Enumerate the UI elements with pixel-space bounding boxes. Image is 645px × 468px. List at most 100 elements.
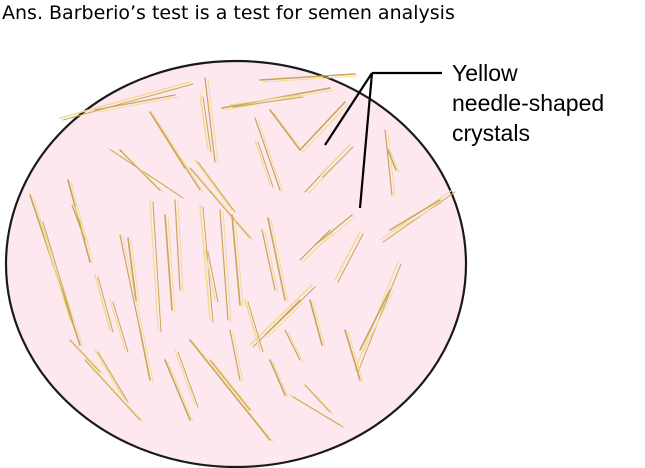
needle-crystal	[87, 361, 144, 423]
needle-crystal	[302, 231, 334, 263]
needle-crystal	[130, 239, 140, 303]
needle-crystal	[97, 96, 179, 113]
needle-crystal	[267, 217, 286, 301]
needle-crystal	[139, 329, 151, 381]
needle-crystal	[232, 331, 244, 383]
needle-crystal	[229, 329, 241, 381]
needle-crystal	[72, 341, 104, 375]
needle-crystal	[167, 361, 194, 423]
needle-crystal	[204, 77, 216, 163]
needle-crystal	[42, 221, 74, 323]
needle-crystal	[149, 199, 159, 331]
needle-crystal	[122, 236, 144, 333]
needle-crystal	[164, 359, 191, 421]
needle-crystal	[254, 139, 271, 186]
needle-crystal	[317, 216, 356, 248]
needle-crystal	[261, 229, 276, 291]
needle-crystal	[94, 274, 111, 331]
needle-crystal	[309, 299, 323, 346]
needle-crystal	[177, 351, 199, 408]
needle-crystal	[207, 251, 219, 303]
crystal-label-line-2: needle-shaped	[452, 90, 605, 116]
needle-crystal	[319, 144, 351, 176]
needle-crystal	[59, 81, 191, 119]
needle-crystal	[177, 201, 184, 293]
needle-crystal	[97, 276, 114, 333]
needle-crystal	[199, 94, 209, 151]
needle-crystal	[152, 201, 162, 333]
needle-crystal	[164, 214, 173, 311]
needle-crystal	[119, 234, 141, 331]
needle-crystal	[249, 284, 313, 346]
needle-crystal	[94, 349, 126, 401]
needle-crystal	[202, 96, 212, 153]
needle-crystal	[269, 359, 286, 396]
needle-crystal	[67, 179, 91, 263]
crystal-label-line-1: Yellow	[452, 60, 518, 86]
needle-crystal	[247, 301, 264, 353]
needle-crystal	[264, 231, 279, 293]
answer-caption: Ans. Barberio’s test is a test for semen…	[2, 2, 455, 24]
needle-crystal	[74, 206, 89, 243]
needle-crystal	[39, 219, 71, 321]
needle-crystal	[392, 201, 444, 233]
needle-crystal	[299, 101, 346, 151]
needle-crystal	[69, 339, 101, 373]
needle-crystal	[110, 149, 184, 199]
needle-crystal	[199, 204, 211, 321]
needle-crystal	[112, 301, 129, 353]
needle-crystal	[229, 94, 301, 106]
needle-crystal	[189, 167, 251, 239]
needle-crystal	[62, 83, 194, 121]
needle-crystal	[244, 299, 261, 351]
pointer-arm-2	[358, 72, 374, 209]
needle-crystal	[337, 233, 364, 283]
needle-crystal	[122, 151, 164, 193]
needle-crystal	[71, 204, 86, 241]
needle-crystal	[269, 109, 301, 151]
needle-crystal	[270, 219, 289, 303]
needle-crystal	[257, 119, 284, 193]
needle-crystal	[167, 216, 176, 313]
needle-crystal	[292, 396, 344, 428]
needle-crystal	[174, 199, 181, 291]
needle-crystal	[234, 216, 244, 308]
pointer-arm-1	[324, 72, 373, 146]
needle-crystal	[267, 301, 304, 338]
needle-crystal	[212, 361, 254, 413]
needle-crystal	[219, 209, 229, 321]
needle-crystal	[307, 386, 334, 415]
needle-crystal	[209, 359, 251, 411]
label-pointer	[324, 71, 442, 209]
crystal-label-line-3: crystals	[452, 120, 530, 146]
needle-crystal	[189, 339, 271, 441]
needle-crystal	[207, 79, 219, 165]
needle-crystal	[272, 111, 304, 153]
needle-crystal	[192, 169, 254, 241]
needle-crystal	[389, 199, 441, 231]
needle-crystal	[254, 117, 281, 191]
needle-crystal	[232, 96, 304, 108]
needle-crystal	[302, 103, 349, 153]
needle-crystal	[304, 384, 331, 413]
needle-crystal	[314, 214, 353, 246]
needle-crystal	[94, 94, 176, 111]
needle-crystal	[149, 111, 186, 169]
needle-crystal	[284, 329, 301, 361]
needle-crystal	[259, 73, 356, 81]
crystal-cluster	[29, 73, 456, 443]
needle-crystal	[312, 301, 326, 348]
needle-crystal	[272, 361, 289, 398]
needle-crystal	[174, 349, 196, 406]
needle-crystal	[197, 161, 236, 213]
needle-crystal	[382, 191, 456, 243]
needle-crystal	[387, 149, 397, 171]
needle-crystal	[362, 291, 394, 353]
needle-crystal	[152, 113, 189, 171]
needle-crystal	[359, 289, 391, 351]
needle-crystal	[119, 149, 161, 191]
needle-crystal	[204, 249, 216, 301]
needle-crystal	[252, 286, 316, 348]
needle-crystal	[287, 331, 304, 363]
